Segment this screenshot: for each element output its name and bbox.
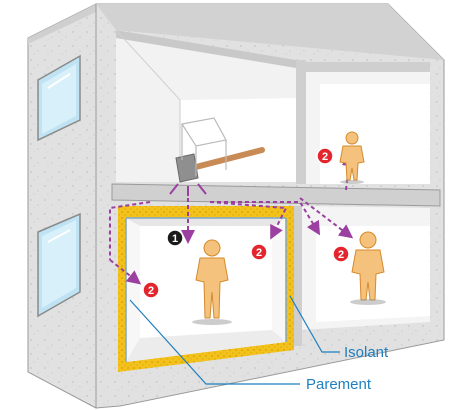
person-icon xyxy=(339,131,365,184)
partition-wall-upper xyxy=(296,60,306,184)
marker-transmission: 2 xyxy=(250,243,268,261)
svg-text:2: 2 xyxy=(322,151,328,163)
floor-slab xyxy=(111,183,441,207)
marker-transmission: 2 xyxy=(142,281,160,299)
svg-text:2: 2 xyxy=(256,247,262,259)
room-upper-right xyxy=(306,62,430,184)
window-lower xyxy=(37,212,81,318)
marker-transmission: 2 xyxy=(332,245,350,263)
window-upper xyxy=(37,54,81,142)
chair-outline xyxy=(181,117,227,176)
person-icon xyxy=(192,239,232,325)
callout-parement: Parement xyxy=(129,299,372,393)
svg-text:2: 2 xyxy=(338,249,344,261)
svg-text:Parement: Parement xyxy=(306,376,372,393)
partition-wall-lower xyxy=(294,206,302,346)
svg-text:1: 1 xyxy=(172,233,178,245)
marker-transmission: 2 xyxy=(316,147,334,165)
svg-text:Isolant: Isolant xyxy=(344,344,389,361)
svg-text:2: 2 xyxy=(148,285,154,297)
marker-impact: 1 xyxy=(166,229,184,247)
callout-isolant: Isolant xyxy=(289,295,389,361)
hammer-icon xyxy=(169,147,265,196)
person-icon xyxy=(350,231,386,305)
building-left-facade xyxy=(27,3,97,409)
